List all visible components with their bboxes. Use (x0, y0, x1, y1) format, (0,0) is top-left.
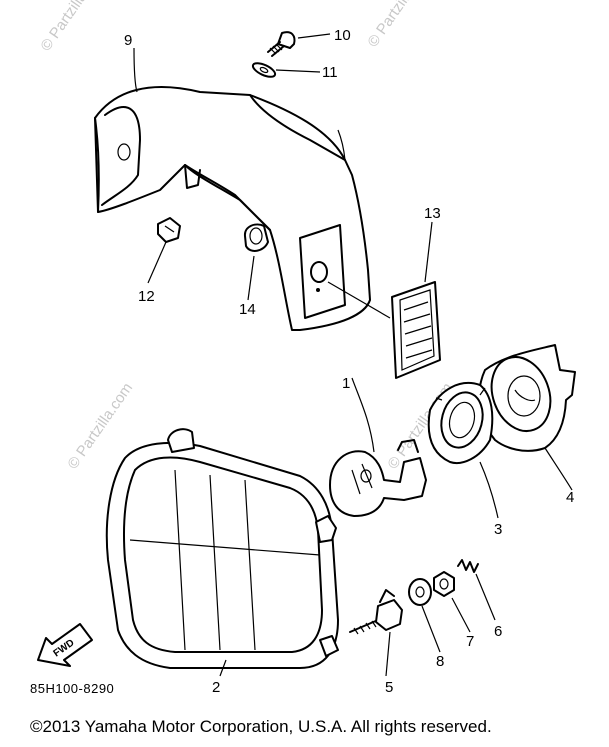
grommet-part-14 (243, 223, 269, 252)
watermark-1: © Partzilla.com (37, 0, 109, 54)
callout-9: 9 (124, 32, 132, 49)
headlight-unit-part-2 (105, 428, 339, 669)
copyright-notice: ©2013 Yamaha Motor Corporation, U.S.A. A… (30, 717, 492, 736)
callout-5: 5 (385, 679, 393, 696)
callout-3: 3 (494, 521, 502, 538)
callout-11: 11 (322, 64, 338, 81)
reflector-part-13 (391, 281, 441, 379)
socket-cover-part-4 (477, 344, 576, 452)
headlight-cover (94, 86, 371, 331)
spacer-part-8 (408, 578, 432, 606)
bulb-part-1 (329, 439, 427, 517)
callout-14: 14 (239, 301, 256, 318)
leader-lines (133, 33, 573, 677)
adjusting-screw-part-5 (349, 589, 403, 635)
washer-part-11 (251, 62, 277, 78)
screw-part-10 (267, 31, 296, 57)
diagram-code: 85H100-8290 (30, 681, 115, 696)
nut-part-12 (157, 217, 181, 243)
watermark-2: © Partzilla.com (364, 0, 436, 50)
callout-1: 1 (342, 375, 350, 392)
callout-10: 10 (334, 27, 351, 44)
front-arrow: FWD (37, 623, 93, 667)
nut-part-7 (433, 571, 455, 597)
callout-4: 4 (566, 489, 574, 506)
bulb-holder-part-3 (427, 382, 494, 464)
callout-13: 13 (424, 205, 441, 222)
callout-8: 8 (436, 653, 444, 670)
spring-part-6 (457, 559, 479, 573)
callout-6: 6 (494, 623, 502, 640)
callout-7: 7 (466, 633, 474, 650)
callout-2: 2 (212, 679, 220, 696)
callouts: 9 10 11 12 14 13 1 4 3 6 7 8 2 5 (124, 27, 574, 696)
callout-12: 12 (138, 288, 155, 305)
